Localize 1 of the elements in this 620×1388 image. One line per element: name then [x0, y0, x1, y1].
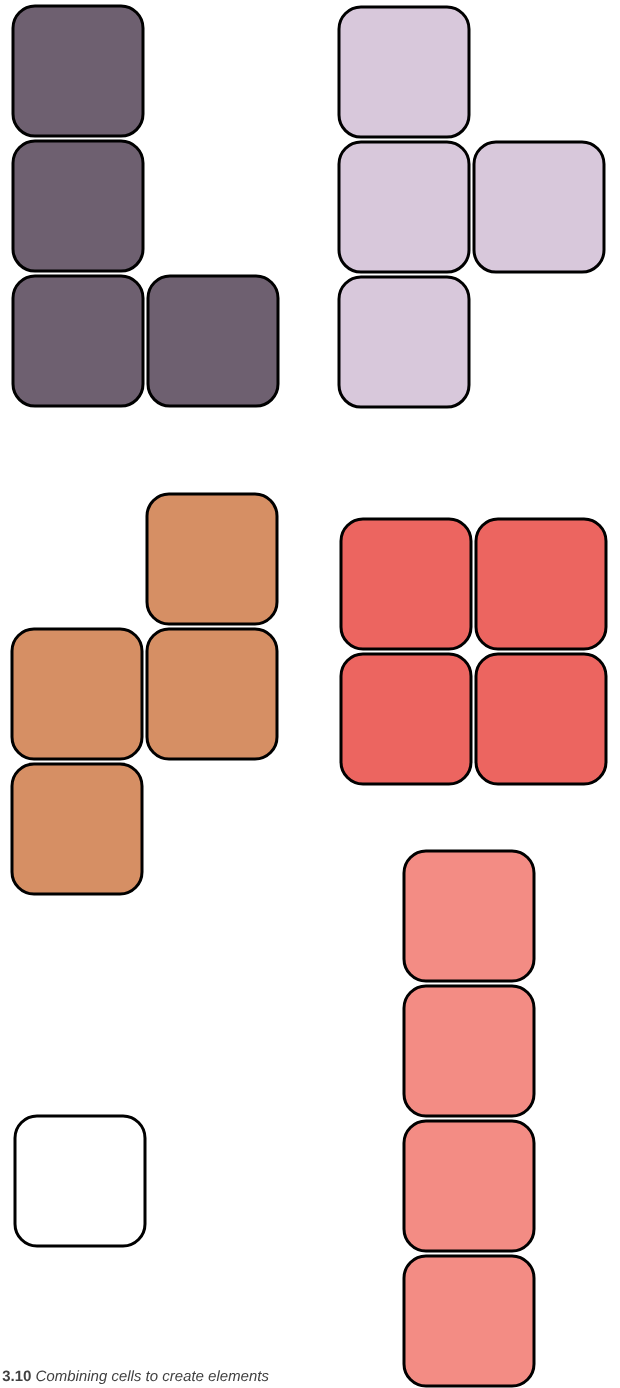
caption: 3.10 Combining cells to create elements — [2, 1370, 269, 1385]
